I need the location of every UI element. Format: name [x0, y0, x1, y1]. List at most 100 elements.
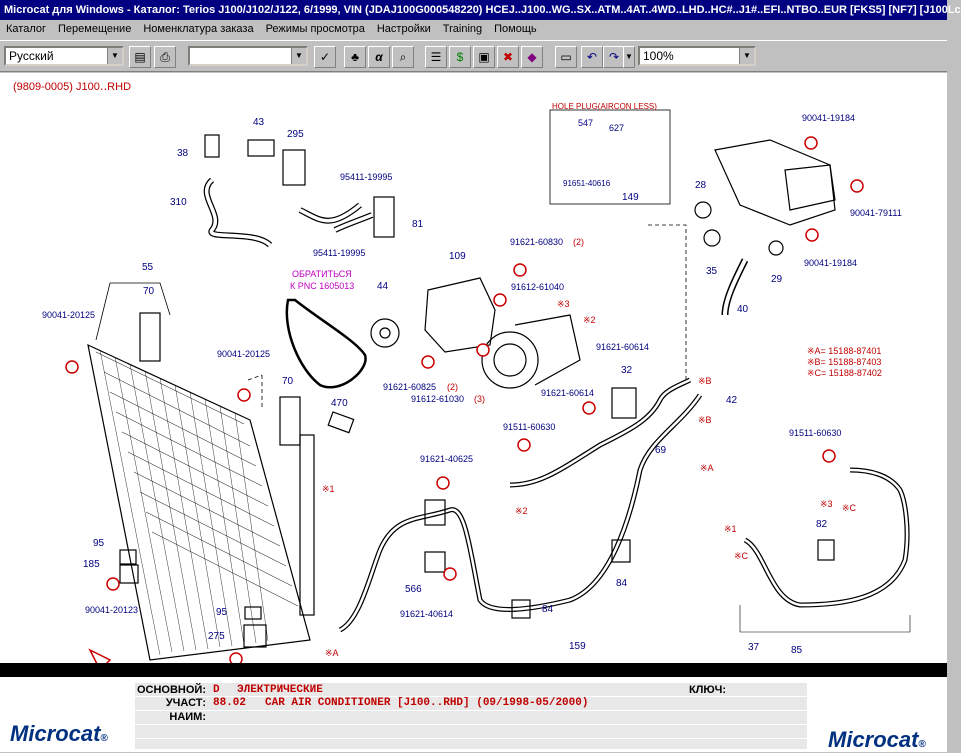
label-35[interactable]: 35 [706, 266, 718, 277]
label-566[interactable]: 566 [405, 584, 422, 595]
notes-button[interactable]: ▭ [555, 46, 577, 68]
label-55[interactable]: 55 [142, 262, 154, 273]
list-button[interactable]: ☰ [425, 46, 447, 68]
menu-catalog[interactable]: Каталог [6, 23, 46, 35]
label-91621-60614-b[interactable]: 91621-60614 [541, 388, 594, 398]
label-29[interactable]: 29 [771, 274, 783, 285]
compressor-bracket-109[interactable] [424, 277, 496, 353]
forward-button[interactable]: ↷ [603, 46, 625, 68]
receiver-tank[interactable] [299, 434, 315, 616]
label-91612-61030[interactable]: 91612-61030 [411, 394, 464, 404]
label-627[interactable]: 627 [609, 123, 624, 133]
label-295[interactable]: 295 [287, 129, 304, 140]
label-90041-79111[interactable]: 90041-79111 [850, 208, 902, 218]
refer-note-line1[interactable]: ОБРАТИТЬСЯ [292, 269, 352, 279]
label-91621-60614-a[interactable]: 91621-60614 [596, 342, 649, 352]
monitor-button[interactable]: ▣ [473, 46, 495, 68]
label-84-b[interactable]: 84 [542, 604, 554, 615]
label-90041-19184-a[interactable]: 90041-19184 [802, 113, 855, 123]
label-185[interactable]: 185 [83, 559, 100, 570]
label-91621-40614[interactable]: 91621-40614 [400, 609, 453, 619]
label-91621-60830[interactable]: 91621-60830 [510, 237, 563, 247]
back-button[interactable]: ↶ [581, 46, 603, 68]
bracket-470[interactable] [327, 411, 355, 434]
label-91621-60825[interactable]: 91621-60825 [383, 382, 436, 392]
clamp-566[interactable] [424, 551, 446, 573]
parts-diagram[interactable]: 38 43 295 310 95411-19995 95411-19995 81… [0, 73, 947, 672]
pulley-44[interactable] [370, 318, 400, 348]
label-28[interactable]: 28 [695, 180, 707, 191]
clip-38[interactable] [204, 134, 220, 158]
bracket-185[interactable] [119, 564, 139, 584]
label-149[interactable]: 149 [622, 192, 639, 203]
history-dropdown[interactable]: ▼ [623, 46, 635, 68]
price-button[interactable]: $ [449, 46, 471, 68]
menu-view-modes[interactable]: Режимы просмотра [265, 23, 365, 35]
label-32[interactable]: 32 [621, 365, 633, 376]
label-91651-40616[interactable]: 91651-40616 [563, 179, 611, 188]
zoom-search-button[interactable]: ⌕ [392, 46, 414, 68]
refer-note-line2[interactable]: К PNC 1605013 [290, 281, 354, 291]
label-69[interactable]: 69 [655, 445, 667, 456]
label-85[interactable]: 85 [791, 645, 803, 656]
label-91621-40625[interactable]: 91621-40625 [420, 454, 473, 464]
label-90041-20123[interactable]: 90041-20123 [85, 605, 138, 615]
label-310[interactable]: 310 [170, 197, 187, 208]
grommet-29[interactable] [768, 240, 784, 256]
menu-settings[interactable]: Настройки [376, 23, 431, 35]
label-37[interactable]: 37 [748, 642, 760, 653]
language-select[interactable]: Русский▼ [4, 46, 124, 66]
chevron-down-icon[interactable]: ▼ [739, 48, 754, 64]
label-275[interactable]: 275 [208, 631, 225, 642]
label-84-a[interactable]: 84 [616, 578, 628, 589]
valve-295[interactable] [282, 149, 306, 186]
cushion-95-a[interactable] [119, 549, 137, 565]
label-90041-20125-b[interactable]: 90041-20125 [217, 349, 270, 359]
label-95411-19995-b[interactable]: 95411-19995 [313, 248, 365, 258]
clamp-84-b[interactable] [511, 599, 531, 619]
book-button[interactable]: ◆ [521, 46, 543, 68]
label-95411-19995-a[interactable]: 95411-19995 [340, 172, 392, 182]
clip-43[interactable] [247, 139, 275, 157]
label-90041-20125-a[interactable]: 90041-20125 [42, 310, 95, 320]
label-42[interactable]: 42 [726, 395, 738, 406]
bracket-32[interactable] [611, 387, 637, 419]
delete-button[interactable]: ✖ [497, 46, 519, 68]
cushion-70-left[interactable] [139, 312, 161, 362]
label-91511-60630-a[interactable]: 91511-60630 [503, 422, 555, 432]
label-38[interactable]: 38 [177, 148, 189, 159]
grommet-35[interactable] [703, 229, 721, 247]
fitting-91621-40625[interactable] [424, 499, 446, 526]
evaporator-unit[interactable] [714, 139, 836, 226]
label-95-b[interactable]: 95 [216, 607, 228, 618]
label-95-a[interactable]: 95 [93, 538, 105, 549]
label-70-a[interactable]: 70 [143, 286, 155, 297]
label-547[interactable]: 547 [578, 118, 593, 128]
zoom-select[interactable]: 100%▼ [638, 46, 756, 66]
label-159[interactable]: 159 [569, 641, 586, 652]
print-button[interactable]: ⎙ [154, 46, 176, 68]
label-81[interactable]: 81 [412, 219, 424, 230]
label-40[interactable]: 40 [737, 304, 749, 315]
label-90041-19184-b[interactable]: 90041-19184 [804, 258, 857, 268]
bracket-275[interactable] [243, 624, 267, 648]
chevron-down-icon[interactable]: ▼ [107, 48, 122, 64]
clamp-84-a[interactable] [611, 539, 631, 563]
drive-belt[interactable] [285, 298, 367, 389]
parts-diagram-area[interactable]: 38 43 295 310 95411-19995 95411-19995 81… [0, 73, 947, 672]
label-91511-60630-b[interactable]: 91511-60630 [789, 428, 841, 438]
chevron-down-icon[interactable]: ▼ [291, 48, 306, 64]
part-button[interactable]: ♣ [344, 46, 366, 68]
label-82[interactable]: 82 [816, 519, 828, 530]
menu-training[interactable]: Training [442, 23, 483, 35]
compressor[interactable] [481, 331, 539, 389]
label-91612-61040[interactable]: 91612-61040 [511, 282, 564, 292]
catalog-icon-button[interactable]: ▤ [129, 46, 151, 68]
cushion-70-right[interactable] [279, 396, 301, 446]
valve-81[interactable] [373, 196, 395, 238]
label-470[interactable]: 470 [331, 398, 348, 409]
check-button[interactable]: ✓ [314, 46, 336, 68]
label-109[interactable]: 109 [449, 251, 466, 262]
alpha-search-button[interactable]: α [368, 46, 390, 68]
label-70-b[interactable]: 70 [282, 376, 294, 387]
